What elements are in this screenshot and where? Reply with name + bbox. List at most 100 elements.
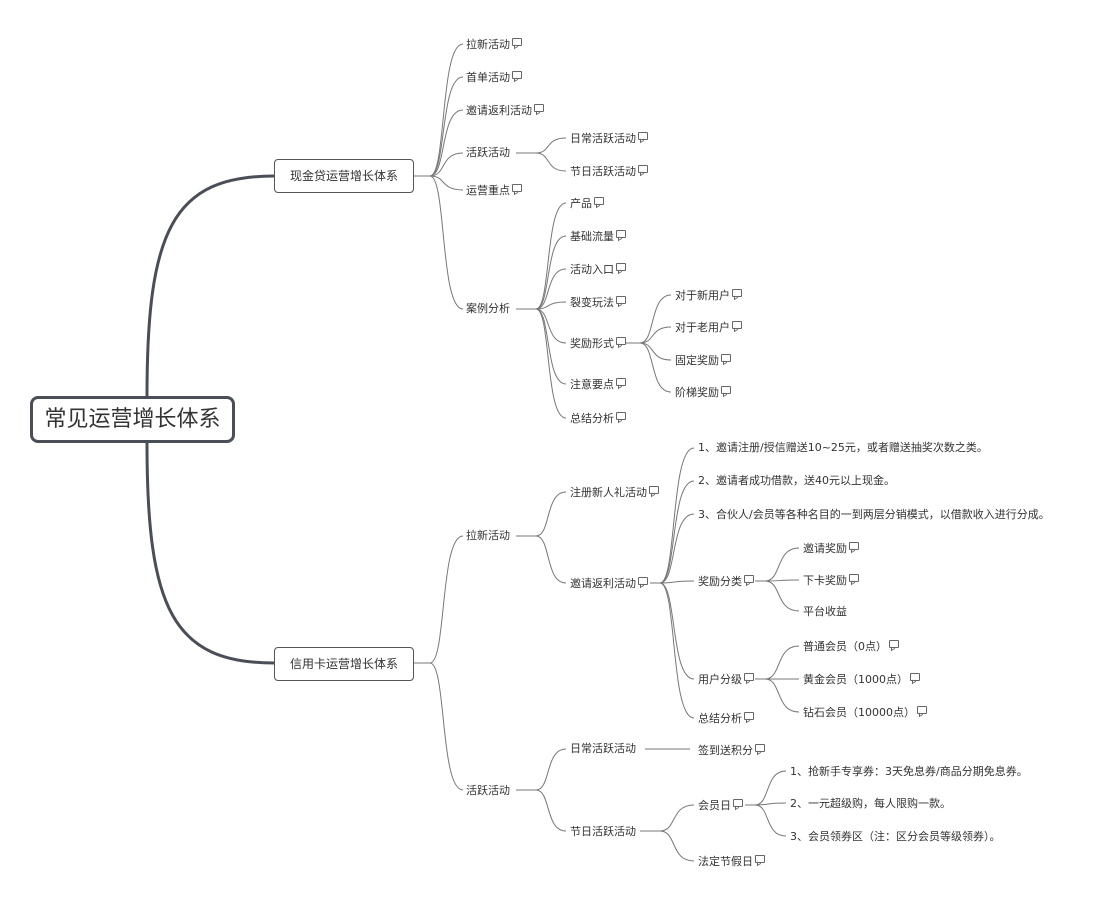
topic-reward-old[interactable]: 对于老用户	[675, 321, 742, 335]
connector	[639, 294, 672, 344]
topic-credit-pull-new[interactable]: 拉新活动	[466, 529, 510, 543]
root-topic[interactable]: 常见运营增长体系	[30, 396, 235, 443]
topic-cash-first-order[interactable]: 首单活动	[466, 71, 522, 85]
note-icon[interactable]	[910, 673, 920, 681]
note-icon[interactable]	[638, 165, 648, 173]
connector	[659, 830, 695, 862]
note-icon[interactable]	[744, 712, 754, 720]
connector	[535, 308, 567, 385]
topic-reward-platform[interactable]: 平台收益	[803, 605, 847, 619]
topic-signin[interactable]: 签到送积分	[698, 744, 765, 758]
topic-label: 会员日	[698, 799, 731, 812]
topic-rule-2[interactable]: 2、邀请者成功借款，送40元以上现金。	[698, 474, 895, 488]
topic-credit-summary[interactable]: 总结分析	[698, 712, 754, 726]
topic-label: 拉新活动	[466, 529, 510, 542]
topic-md-1[interactable]: 1、抢新手专享券：3天免息券/商品分期免息券。	[790, 765, 1028, 779]
topic-credit-register-gift[interactable]: 注册新人礼活动	[570, 486, 659, 500]
connector	[535, 137, 567, 154]
topic-user-level[interactable]: 用户分级	[698, 673, 754, 687]
topic-reward-category[interactable]: 奖励分类	[698, 575, 754, 589]
note-icon[interactable]	[616, 296, 626, 304]
note-icon[interactable]	[512, 184, 522, 192]
note-icon[interactable]	[721, 354, 731, 362]
connector	[535, 789, 567, 832]
note-icon[interactable]	[744, 673, 754, 681]
topic-level-diamond[interactable]: 钻石会员（10000点）	[803, 706, 927, 720]
topic-member-day[interactable]: 会员日	[698, 799, 743, 813]
topic-case-summary[interactable]: 总结分析	[570, 412, 626, 426]
note-icon[interactable]	[594, 197, 604, 205]
topic-reward-fixed[interactable]: 固定奖励	[675, 354, 731, 368]
connector	[429, 76, 464, 177]
section-credit-card[interactable]: 信用卡运营增长体系	[274, 647, 414, 681]
note-icon[interactable]	[512, 71, 522, 79]
connector	[764, 678, 800, 713]
topic-md-3[interactable]: 3、会员领券区（注：区分会员等级领券）。	[790, 830, 1001, 844]
section-cash-loan-label: 现金贷运营增长体系	[289, 169, 398, 183]
topic-cash-case[interactable]: 案例分析	[466, 302, 510, 316]
note-icon[interactable]	[616, 230, 626, 238]
connector	[429, 109, 464, 177]
topic-case-traffic[interactable]: 基础流量	[570, 230, 626, 244]
note-icon[interactable]	[733, 799, 743, 807]
topic-rule-1[interactable]: 1、邀请注册/授信赠送10~25元，或者赠送抽奖次数之类。	[698, 441, 988, 455]
note-icon[interactable]	[616, 412, 626, 420]
note-icon[interactable]	[534, 104, 544, 112]
connector	[429, 175, 464, 310]
topic-case-notes[interactable]: 注意要点	[570, 378, 626, 392]
connector	[429, 152, 464, 177]
topic-reward-card[interactable]: 下卡奖励	[803, 574, 859, 588]
topic-level-normal[interactable]: 普通会员（0点）	[803, 640, 899, 654]
topic-label: 注册新人礼活动	[570, 486, 647, 499]
topic-level-gold[interactable]: 黄金会员（1000点）	[803, 673, 920, 687]
note-icon[interactable]	[649, 486, 659, 494]
note-icon[interactable]	[638, 577, 648, 585]
topic-credit-invite-rebate[interactable]: 邀请返利活动	[570, 577, 648, 591]
note-icon[interactable]	[616, 337, 626, 345]
topic-label: 案例分析	[466, 302, 510, 315]
section-cash-loan[interactable]: 现金贷运营增长体系	[274, 159, 414, 193]
note-icon[interactable]	[744, 575, 754, 583]
topic-cash-focus[interactable]: 运营重点	[466, 184, 522, 198]
note-icon[interactable]	[638, 132, 648, 140]
connector	[429, 43, 464, 177]
topic-credit-active-daily[interactable]: 日常活跃活动	[570, 742, 636, 756]
topic-reward-invite[interactable]: 邀请奖励	[803, 542, 859, 556]
topic-case-product[interactable]: 产品	[570, 197, 604, 211]
topic-cash-pull-new[interactable]: 拉新活动	[466, 38, 522, 52]
topic-rule-3[interactable]: 3、合伙人/会员等各种名目的一到两层分销模式，以借款收入进行分成。	[698, 508, 1050, 522]
topic-label: 总结分析	[570, 412, 614, 425]
note-icon[interactable]	[917, 706, 927, 714]
topic-cash-active-festival[interactable]: 节日活跃活动	[570, 165, 648, 179]
note-icon[interactable]	[755, 855, 765, 863]
connector	[754, 802, 787, 806]
note-icon[interactable]	[732, 289, 742, 297]
topic-cash-active-daily[interactable]: 日常活跃活动	[570, 132, 648, 146]
note-icon[interactable]	[616, 263, 626, 271]
note-icon[interactable]	[889, 640, 899, 648]
note-icon[interactable]	[721, 386, 731, 394]
topic-label: 3、会员领券区（注：区分会员等级领券）。	[790, 830, 1001, 843]
topic-md-2[interactable]: 2、一元超级购，每人限购一款。	[790, 797, 951, 811]
topic-credit-active[interactable]: 活跃活动	[466, 784, 510, 798]
topic-reward-new[interactable]: 对于新用户	[675, 289, 742, 303]
topic-case-entry[interactable]: 活动入口	[570, 263, 626, 277]
note-icon[interactable]	[755, 744, 765, 752]
topic-holiday[interactable]: 法定节假日	[698, 855, 765, 869]
connector	[535, 202, 567, 310]
note-icon[interactable]	[849, 574, 859, 582]
note-icon[interactable]	[616, 378, 626, 386]
topic-reward-ladder[interactable]: 阶梯奖励	[675, 386, 731, 400]
topic-cash-active[interactable]: 活跃活动	[466, 146, 510, 160]
topic-cash-invite-rebate[interactable]: 邀请返利活动	[466, 104, 544, 118]
connector	[754, 770, 787, 806]
note-icon[interactable]	[732, 321, 742, 329]
topic-case-fission[interactable]: 裂变玩法	[570, 296, 626, 310]
topic-case-reward[interactable]: 奖励形式	[570, 337, 626, 351]
topic-label: 1、抢新手专享券：3天免息券/商品分期免息券。	[790, 765, 1028, 778]
note-icon[interactable]	[849, 542, 859, 550]
topic-credit-active-festival[interactable]: 节日活跃活动	[570, 825, 636, 839]
connector	[535, 308, 567, 344]
topic-label: 节日活跃活动	[570, 825, 636, 838]
note-icon[interactable]	[512, 38, 522, 46]
